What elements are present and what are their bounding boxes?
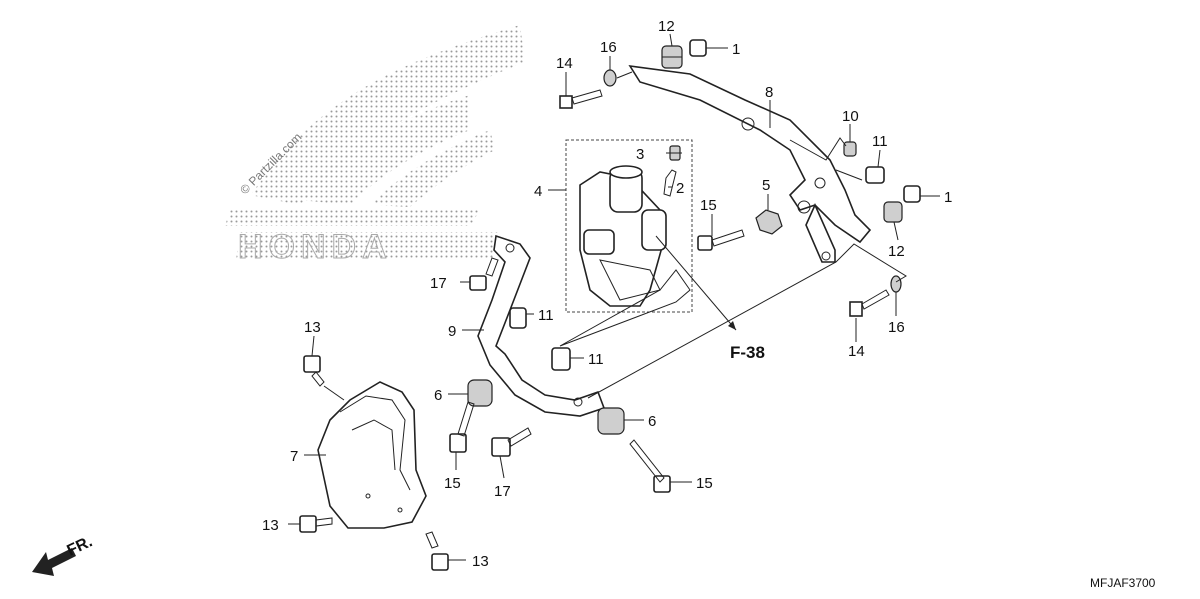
watermark-wing-logo: [225, 25, 525, 260]
nut-5: [755, 209, 783, 235]
callout-labels: 1 1 2 3 4 5 6 6 7 8 9 10 11 11 11 12 12 …: [262, 18, 952, 570]
callout-17: 17: [430, 275, 447, 292]
callout-16: 16: [600, 39, 617, 56]
grommet-6-left: [467, 379, 493, 407]
callout-11: 11: [588, 351, 604, 368]
collar-1-top: [689, 39, 707, 57]
bolt-15-left: [449, 401, 475, 453]
bolt-17-lower: [491, 427, 532, 457]
callout-3: 3: [636, 146, 644, 163]
callout-15: 15: [696, 475, 713, 492]
part-lower-stay: [477, 234, 606, 417]
callout-17: 17: [494, 483, 511, 500]
grommet-12-top: [661, 45, 683, 69]
front-arrow-icon: [32, 548, 76, 576]
diagram-code: MFJAF3700: [1090, 576, 1156, 590]
grommet-12-right: [883, 201, 903, 223]
bolt-17-upper: [469, 257, 499, 291]
bolt-13-left: [299, 515, 333, 533]
callout-14: 14: [848, 343, 865, 360]
callout-1: 1: [732, 41, 740, 58]
callout-6: 6: [434, 387, 442, 404]
callout-9: 9: [448, 323, 456, 340]
part-cover: [317, 381, 427, 529]
callout-12: 12: [658, 18, 675, 35]
callout-7: 7: [290, 448, 298, 465]
bolt-13-top: [303, 355, 325, 387]
callout-12: 12: [888, 243, 905, 260]
callout-11: 11: [872, 133, 888, 150]
nut-10: [843, 141, 857, 157]
callout-6: 6: [648, 413, 656, 430]
bolt-14-lower: [849, 289, 890, 317]
callout-2: 2: [676, 180, 684, 197]
callout-1: 1: [944, 189, 952, 206]
callout-13: 13: [472, 553, 489, 570]
callout-15: 15: [700, 197, 717, 214]
bolt-13-bottom: [425, 531, 449, 571]
actuator-unit: [579, 165, 667, 307]
grommet-6-right: [597, 407, 625, 435]
washer-16-top: [603, 69, 617, 87]
front-indicator-label: FR.: [65, 533, 96, 559]
collar-11-right: [865, 166, 885, 184]
washer-16-lower: [890, 275, 902, 293]
callout-16: 16: [888, 319, 905, 336]
bolt-15-right: [629, 439, 671, 493]
assembly-box: [565, 139, 693, 313]
callout-5: 5: [762, 177, 770, 194]
collar-1-right: [903, 185, 921, 203]
callout-4: 4: [534, 183, 542, 200]
callout-8: 8: [765, 84, 773, 101]
callout-10: 10: [842, 108, 859, 125]
collar-11-lower: [551, 347, 571, 371]
callout-13: 13: [304, 319, 321, 336]
pin-2: [663, 169, 677, 197]
callout-15: 15: [444, 475, 461, 492]
leader-lines: [288, 33, 940, 561]
collar-11-stay: [509, 307, 527, 329]
callout-14: 14: [556, 55, 573, 72]
part-upper-stay: [628, 64, 872, 263]
callout-11: 11: [538, 307, 554, 324]
bolt-15-middle: [697, 229, 745, 251]
reference-label: F-38: [730, 343, 765, 362]
watermark-logo-text: HONDA: [238, 228, 393, 266]
callout-13: 13: [262, 517, 279, 534]
